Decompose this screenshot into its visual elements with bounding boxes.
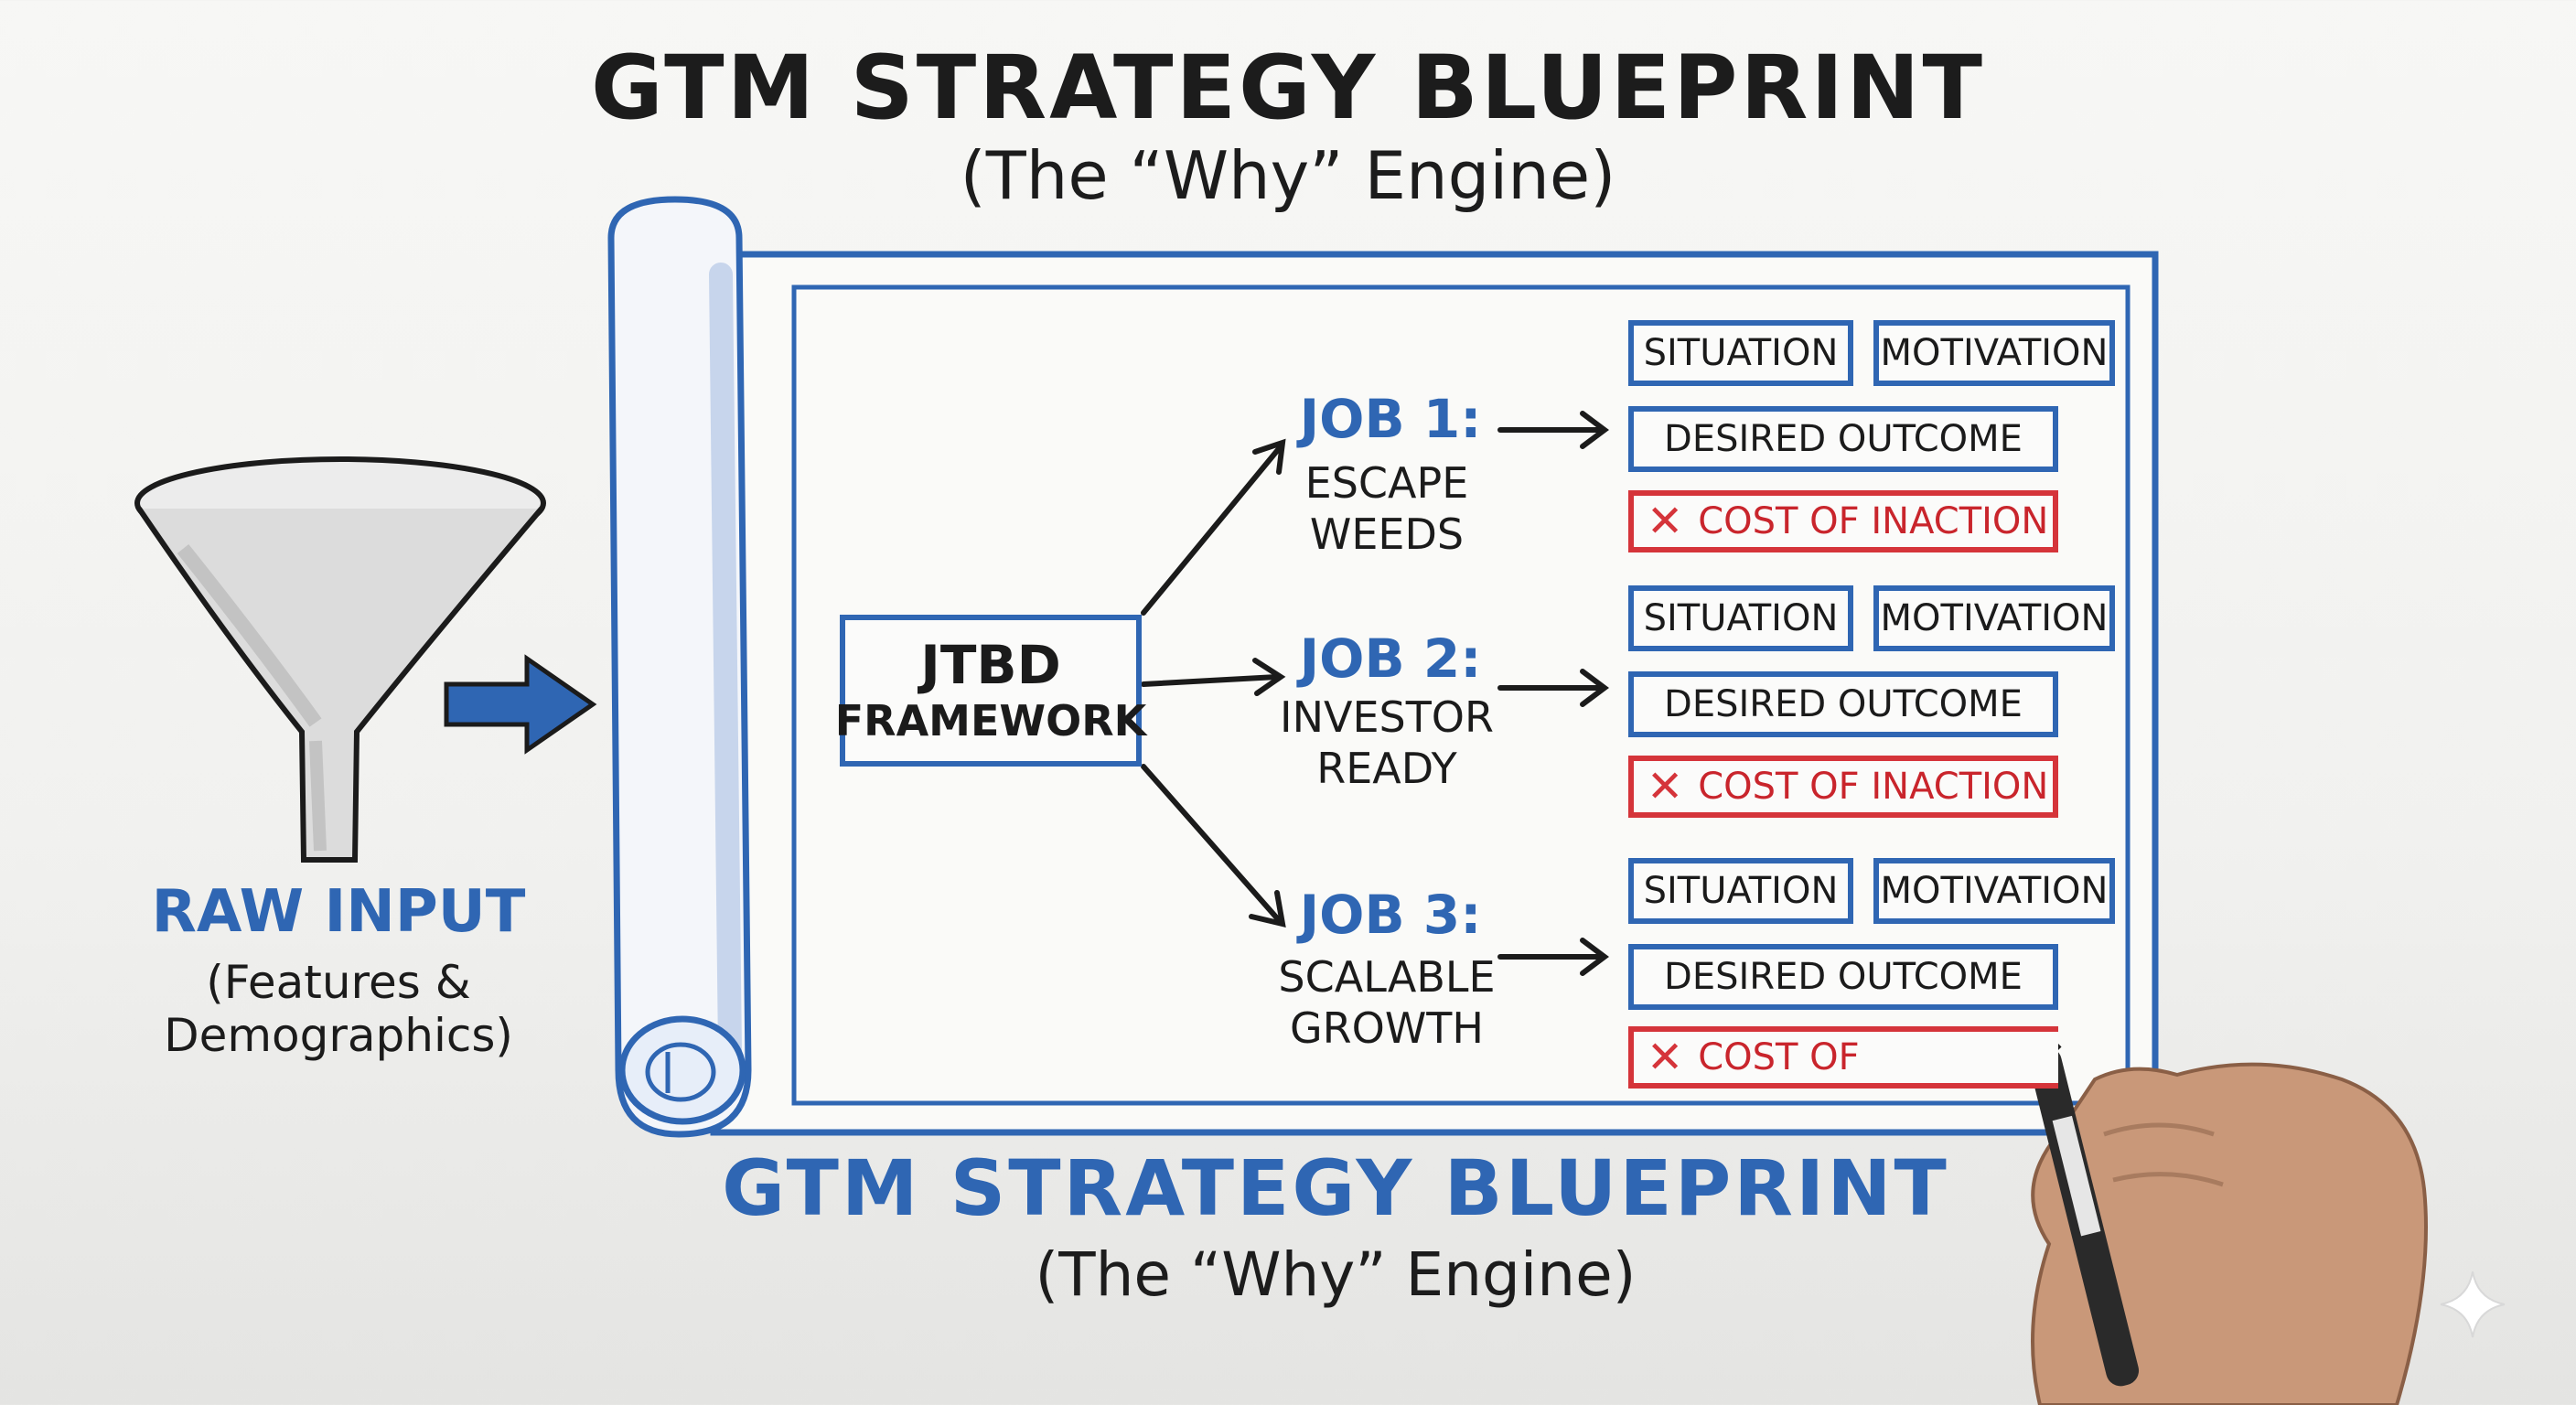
scroll-roll-end: [618, 1015, 746, 1125]
hand-with-marker: [2028, 1030, 2428, 1405]
job2-label: JOB 2:: [1299, 627, 1482, 690]
cross-icon: ✕: [1647, 1032, 1684, 1083]
funnel-drawing: [134, 456, 546, 863]
job3-motivation-tag: MOTIVATION: [1873, 858, 2115, 924]
job1-cost-label: COST OF INACTION: [1698, 500, 2049, 542]
page-subtitle: (The “Why” Engine): [960, 137, 1616, 214]
arrow-to-job3: [1141, 764, 1282, 923]
blueprint-sheet-inner: [791, 284, 2131, 1106]
job1-description: ESCAPE WEEDS: [1304, 458, 1469, 559]
job3-label: JOB 3:: [1299, 884, 1482, 946]
job3-description: SCALABLE GROWTH: [1278, 952, 1496, 1053]
job2-outcome-tag: DESIRED OUTCOME: [1628, 671, 2058, 737]
job3-situation-tag: SITUATION: [1628, 858, 1853, 924]
cross-icon: ✕: [1647, 761, 1684, 812]
cross-icon: ✕: [1647, 496, 1684, 547]
arrow-to-job1: [1141, 444, 1283, 616]
page-title: GTM STRATEGY BLUEPRINT: [591, 37, 1985, 139]
raw-input-subtitle: (Features & Demographics): [164, 956, 513, 1062]
jtbd-framework-box: JTBD FRAMEWORK: [835, 615, 1146, 767]
job2-cost-tag: ✕ COST OF INACTION: [1628, 756, 2058, 818]
sparkle-icon: [2440, 1271, 2506, 1338]
job2-cost-label: COST OF INACTION: [1698, 766, 2049, 808]
job1-motivation-tag: MOTIVATION: [1873, 320, 2115, 386]
job3-cost-label: COST OF: [1698, 1036, 1860, 1078]
job1-cost-tag: ✕ COST OF INACTION: [1628, 490, 2058, 552]
scroll-roll-shade: [709, 263, 742, 1064]
job1-situation-tag: SITUATION: [1628, 320, 1853, 386]
framework-line2: FRAMEWORK: [834, 696, 1147, 745]
job3-outcome-tag: DESIRED OUTCOME: [1628, 944, 2058, 1010]
job2-motivation-tag: MOTIVATION: [1873, 585, 2115, 651]
framework-line1: JTBD: [920, 634, 1061, 696]
job3-cost-tag: ✕ COST OF: [1628, 1026, 2058, 1089]
raw-input-title: RAW INPUT: [151, 878, 526, 946]
job2-situation-tag: SITUATION: [1628, 585, 1853, 651]
job2-description: INVESTOR READY: [1280, 692, 1494, 793]
footer-title: GTM STRATEGY BLUEPRINT: [722, 1143, 1949, 1233]
arrow-to-job2: [1141, 674, 1280, 687]
job1-outcome-tag: DESIRED OUTCOME: [1628, 406, 2058, 472]
footer-subtitle: (The “Why” Engine): [1035, 1239, 1637, 1310]
job1-label: JOB 1:: [1299, 388, 1482, 450]
input-arrow: [444, 654, 597, 755]
